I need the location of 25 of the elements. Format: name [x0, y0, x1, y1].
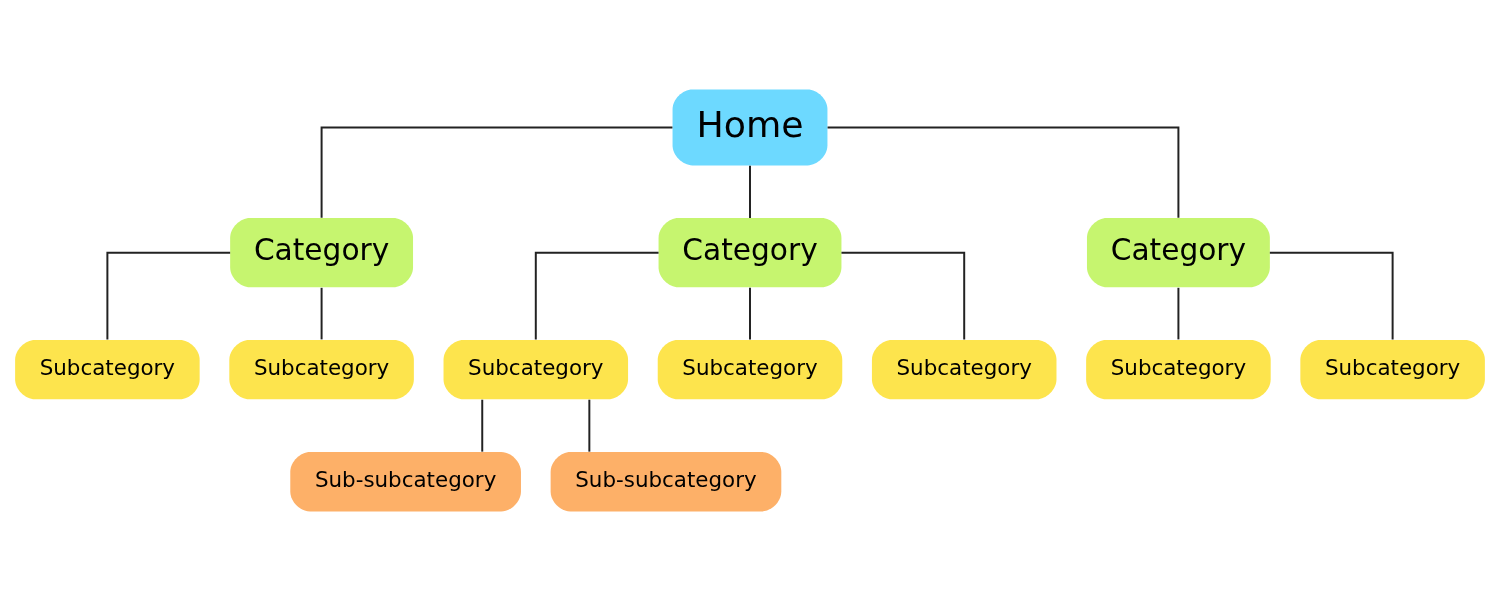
- node-box: Subcategory: [1086, 339, 1271, 399]
- node-box: Subcategory: [229, 339, 414, 399]
- node-box: Category: [1086, 217, 1270, 287]
- connector: [106, 251, 232, 341]
- connector: [840, 251, 966, 341]
- connector: [588, 398, 591, 453]
- node-box: Category: [658, 217, 842, 287]
- connector: [320, 126, 674, 219]
- node-box: Home: [672, 89, 828, 165]
- node-box: Subcategory: [657, 339, 843, 399]
- node-box: Category: [230, 217, 414, 287]
- connector: [749, 286, 751, 340]
- connector: [534, 251, 660, 341]
- node-box: Subcategory: [1300, 339, 1485, 399]
- node-box: Sub-subcategory: [290, 451, 521, 511]
- connector: [481, 398, 484, 453]
- connector: [1177, 286, 1180, 340]
- connector: [826, 126, 1180, 219]
- node-box: Sub-subcategory: [550, 451, 782, 511]
- node-box: Subcategory: [871, 339, 1057, 399]
- connector: [749, 164, 751, 219]
- connector: [1268, 251, 1394, 341]
- node-box: Subcategory: [15, 339, 200, 399]
- connector: [320, 286, 323, 340]
- node-box: Subcategory: [443, 339, 629, 399]
